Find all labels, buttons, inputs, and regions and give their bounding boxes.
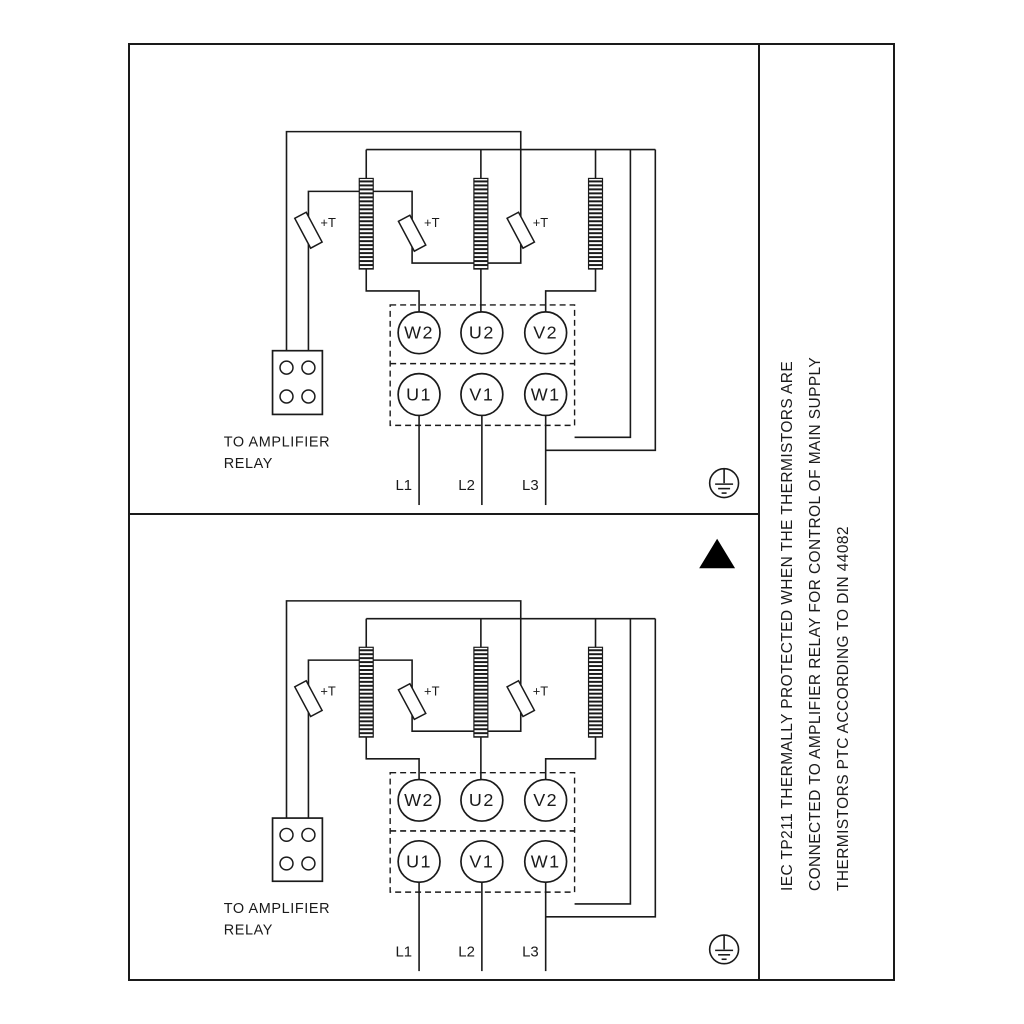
thermistor-symbols <box>293 679 536 721</box>
panel-delta-connection: +T +T +T W2 U2 V2 <box>130 515 756 979</box>
side-note-line1: IEC TP211 THERMALLY PROTECTED WHEN THE T… <box>779 360 796 891</box>
side-note-text: IEC TP211 THERMALLY PROTECTED WHEN THE T… <box>760 45 893 979</box>
supply-label-l1: L1 <box>395 477 412 494</box>
terminal-label-v2: V2 <box>533 323 558 343</box>
thermistor-icon <box>397 214 427 253</box>
terminal-V2: V2 <box>523 778 568 822</box>
amplifier-relay-box <box>271 817 324 883</box>
terminal-board-outline <box>389 304 576 427</box>
thermistor-icon <box>506 211 536 250</box>
terminal-U2: U2 <box>460 311 504 355</box>
motor-winding-coils <box>358 177 604 270</box>
thermistor-icon <box>293 211 324 250</box>
supply-label-l1: L1 <box>395 944 412 960</box>
terminal-label-w2: W2 <box>404 323 434 343</box>
diagram-frame: +T +T +T W2 U2 V2 <box>128 43 895 981</box>
winding-coil <box>473 177 489 270</box>
terminal-U2: U2 <box>460 778 504 822</box>
amplifier-relay-box <box>271 349 324 416</box>
side-note-line3: THERMISTORS PTC ACCORDING TO DIN 44082 <box>835 526 852 891</box>
thermistor-icon <box>397 682 427 721</box>
terminal-label-w1: W1 <box>531 384 561 404</box>
terminal-V2: V2 <box>523 311 568 355</box>
ground-icon <box>708 467 740 499</box>
terminal-board: W2 U2 V2 U1 <box>389 304 576 427</box>
winding-coil <box>358 177 374 270</box>
terminal-label-v2: V2 <box>533 790 558 810</box>
thermistor-symbols <box>293 211 536 253</box>
wiring-lines <box>285 600 657 972</box>
terminal-V1: V1 <box>460 839 504 884</box>
thermistor-label-1: +T <box>320 684 336 699</box>
winding-coil <box>473 646 489 738</box>
ground-icon <box>708 934 740 965</box>
supply-label-l2: L2 <box>458 477 475 494</box>
side-strip-divider <box>758 45 760 979</box>
panel-divider <box>130 513 758 515</box>
supply-label-l2: L2 <box>458 944 475 960</box>
terminal-label-w1: W1 <box>531 852 561 872</box>
terminal-board: W2 U2 V2 U1 <box>389 771 576 893</box>
winding-coil <box>587 177 604 270</box>
relay-caption-line1: TO AMPLIFIER <box>224 901 330 917</box>
relay-caption-line2: RELAY <box>224 923 273 939</box>
terminal-label-u2: U2 <box>469 323 495 343</box>
terminal-W1: W1 <box>523 839 568 884</box>
star-wiring-diagram: +T +T +T W2 U2 V2 <box>224 72 740 506</box>
supply-label-l3: L3 <box>522 944 539 960</box>
terminal-W2: W2 <box>397 778 441 822</box>
thermistor-label-2: +T <box>424 684 440 699</box>
terminal-label-v1: V1 <box>469 852 494 872</box>
winding-coil <box>358 646 374 738</box>
terminal-U1: U1 <box>397 372 441 417</box>
thermistor-icon <box>293 679 324 718</box>
relay-caption-line1: TO AMPLIFIER <box>224 434 330 450</box>
terminal-label-v1: V1 <box>469 384 494 404</box>
delta-connection-icon <box>699 538 736 569</box>
thermistor-label-3: +T <box>533 684 549 699</box>
thermistor-label-1: +T <box>320 215 336 230</box>
wiring-lines <box>285 130 657 506</box>
side-note-line2: CONNECTED TO AMPLIFIER RELAY FOR CONTROL… <box>807 356 824 891</box>
terminal-U1: U1 <box>397 839 441 884</box>
terminal-label-u2: U2 <box>469 790 495 810</box>
relay-caption-line2: RELAY <box>224 456 273 472</box>
thermistor-label-2: +T <box>424 215 440 230</box>
thermistor-label-3: +T <box>533 215 549 230</box>
terminal-V1: V1 <box>460 372 504 417</box>
terminal-label-u1: U1 <box>406 384 432 404</box>
side-note-strip: IEC TP211 THERMALLY PROTECTED WHEN THE T… <box>760 45 893 979</box>
panel-star-connection: +T +T +T W2 U2 V2 <box>130 45 756 513</box>
thermistor-icon <box>506 679 536 718</box>
delta-wiring-diagram: +T +T +T W2 U2 V2 <box>224 538 740 972</box>
terminal-label-w2: W2 <box>404 790 434 810</box>
motor-winding-coils <box>358 646 604 738</box>
star-connection-icon <box>700 72 735 109</box>
terminal-board-outline <box>389 771 576 893</box>
supply-label-l3: L3 <box>522 477 539 494</box>
terminal-W1: W1 <box>523 372 568 417</box>
winding-coil <box>587 646 604 738</box>
terminal-label-u1: U1 <box>406 852 432 872</box>
terminal-W2: W2 <box>397 311 441 355</box>
